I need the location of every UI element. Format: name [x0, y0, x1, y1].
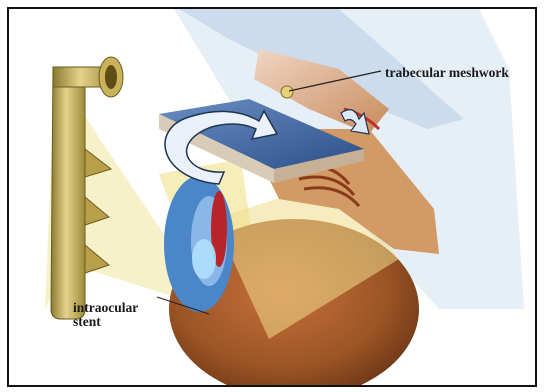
- trabecular-meshwork-label: trabecular meshwork: [385, 66, 509, 80]
- intraocular-stent-label: intraocular stent: [73, 301, 138, 329]
- stent-in-meshwork: [281, 86, 293, 98]
- figure-frame: trabecular meshwork intraocular stent: [7, 7, 537, 387]
- intraocular-label-line1: intraocular: [73, 301, 138, 315]
- pupil-highlight: [192, 239, 216, 279]
- intraocular-label-line2: stent: [73, 315, 138, 329]
